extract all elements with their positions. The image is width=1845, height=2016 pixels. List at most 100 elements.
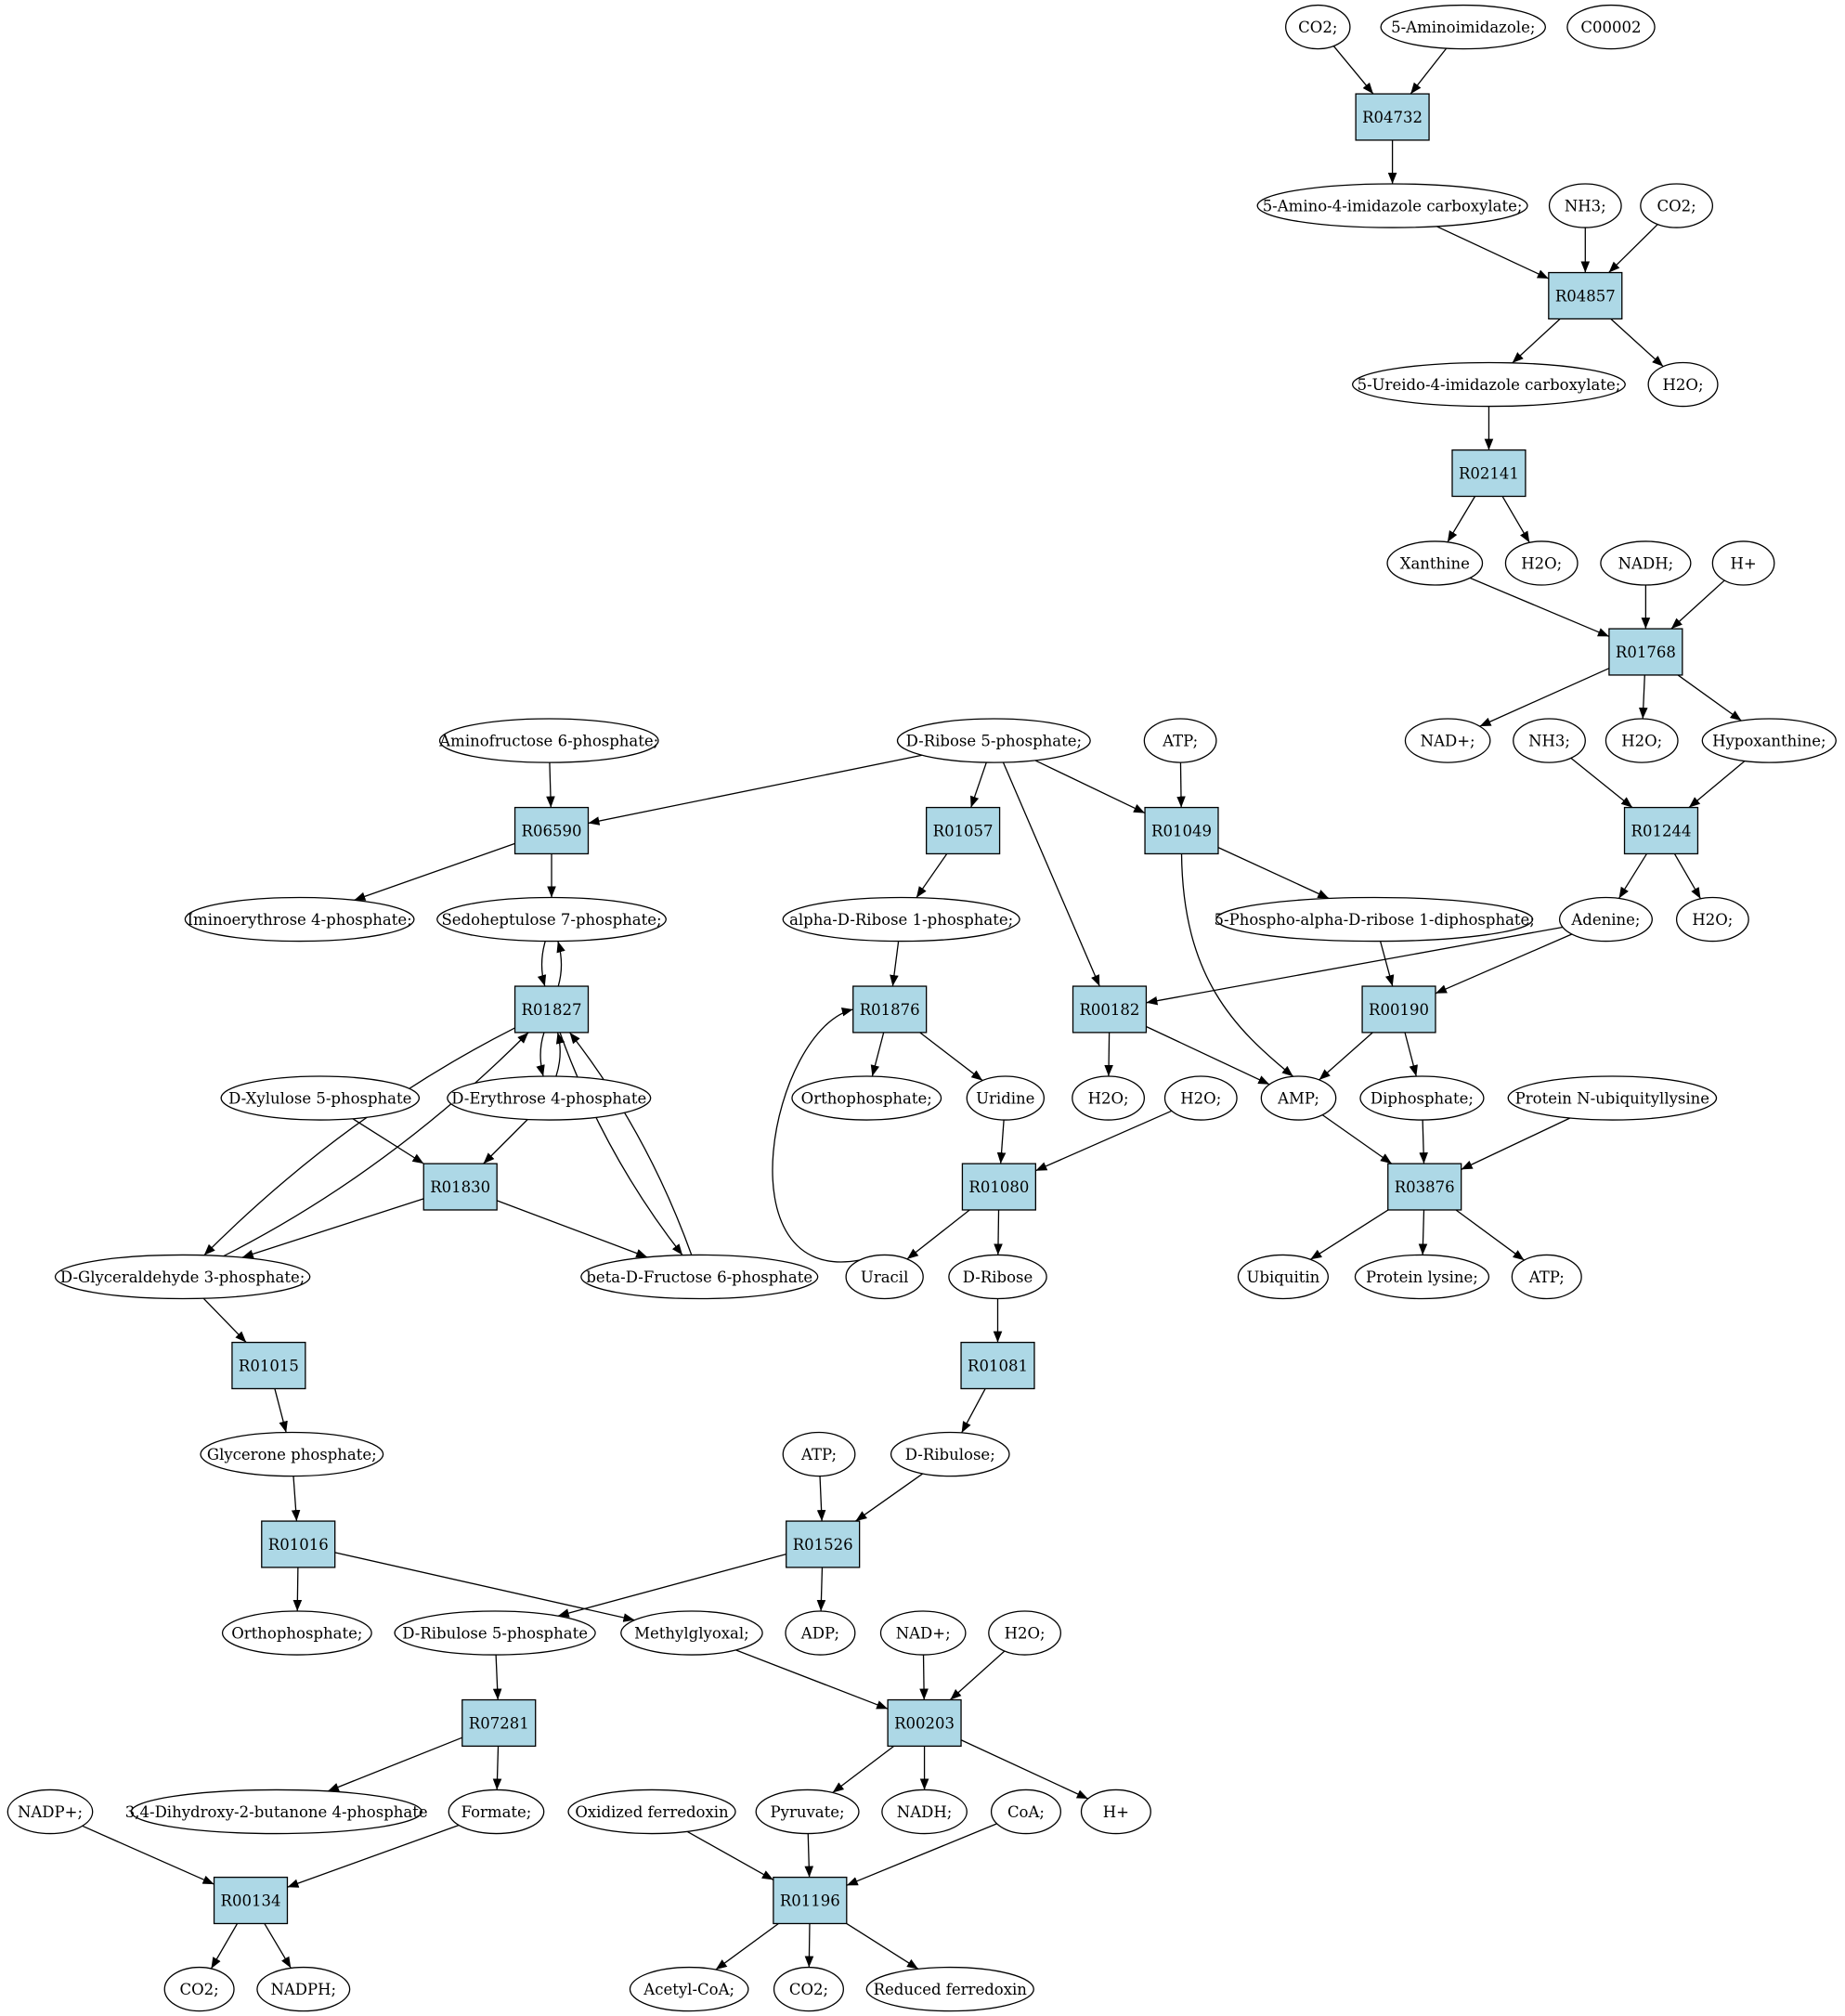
- compound-node-c_co2_b[interactable]: CO2;: [1640, 183, 1714, 228]
- compound-node-c_betadfructose[interactable]: beta-D-Fructose 6-phosphate: [580, 1254, 819, 1300]
- node-label: H2O;: [1621, 733, 1662, 750]
- compound-node-c_uridine[interactable]: Uridine: [966, 1075, 1046, 1121]
- compound-node-c_derythrose[interactable]: D-Erythrose 4-phosphate: [447, 1075, 652, 1121]
- compound-node-c_oxferredoxin[interactable]: Oxidized ferredoxin: [567, 1788, 736, 1835]
- reaction-node-r01016[interactable]: R01016: [261, 1520, 336, 1568]
- compound-node-c_adenine[interactable]: Adenine;: [1558, 896, 1653, 943]
- compound-node-c_amp[interactable]: AMP;: [1260, 1075, 1337, 1121]
- edge-c_co2_b-to-r04857: [1608, 224, 1658, 274]
- node-label: R01049: [1151, 822, 1212, 839]
- compound-node-c_glycerone[interactable]: Glycerone phosphate;: [200, 1431, 384, 1477]
- compound-node-c_co2_c[interactable]: CO2;: [163, 1966, 235, 2012]
- compound-node-c_nadh_a[interactable]: NADH;: [1600, 540, 1692, 586]
- node-label: Protein N-ubiquityllysine: [1515, 1090, 1709, 1108]
- compound-node-c_dribose5p[interactable]: D-Ribose 5-phosphate;: [896, 718, 1091, 763]
- compound-node-c_atp_a[interactable]: ATP;: [1143, 718, 1217, 763]
- compound-node-c_nadpplus[interactable]: NADP+;: [6, 1788, 94, 1835]
- compound-node-c_dglyceraldehyde[interactable]: D-Glyceraldehyde 3-phosphate;: [54, 1254, 311, 1300]
- compound-node-c_h2o_c[interactable]: H2O;: [1605, 718, 1679, 763]
- compound-node-c_acetylcoa[interactable]: Acetyl-CoA;: [629, 1966, 749, 2012]
- edge-c_derythrose-to-r01830: [483, 1119, 528, 1164]
- compound-node-c_xanthine[interactable]: Xanthine: [1386, 540, 1484, 586]
- reaction-node-r01057[interactable]: R01057: [926, 806, 1001, 855]
- compound-node-c_ubiquitin[interactable]: Ubiquitin: [1237, 1254, 1330, 1300]
- compound-node-c_redferredoxin[interactable]: Reduced ferredoxin: [865, 1966, 1034, 2012]
- compound-node-c_orthophosphate_a[interactable]: Orthophosphate;: [791, 1075, 942, 1121]
- reaction-node-r01768[interactable]: R01768: [1608, 628, 1683, 676]
- compound-node-c_dribose[interactable]: D-Ribose: [948, 1254, 1047, 1300]
- compound-node-c_hplus_a[interactable]: H+: [1711, 540, 1775, 586]
- compound-node-c_5phosphoribose[interactable]: 5-Phospho-alpha-D-ribose 1-diphosphate;: [1215, 896, 1535, 943]
- edge-r07281-to-c_formate: [492, 1746, 502, 1790]
- compound-node-c_dxylulose[interactable]: D-Xylulose 5-phosphate: [220, 1075, 421, 1121]
- compound-ellipse: [1513, 718, 1586, 763]
- reaction-node-r00203[interactable]: R00203: [887, 1698, 962, 1748]
- compound-node-c_alphadribose1p[interactable]: alpha-D-Ribose 1-phosphate;: [782, 896, 1020, 943]
- compound-node-c_aminofructose[interactable]: Aminofructose 6-phosphate;: [438, 718, 659, 763]
- reaction-node-r02141[interactable]: R02141: [1451, 449, 1527, 498]
- compound-node-c_proteinlysine[interactable]: Protein lysine;: [1354, 1254, 1490, 1300]
- reaction-node-r00134[interactable]: R00134: [213, 1876, 289, 1925]
- compound-node-c_formate[interactable]: Formate;: [448, 1788, 545, 1835]
- compound-node-c_co2_top[interactable]: CO2;: [1285, 4, 1351, 50]
- compound-node-c_dihydroxybutanone[interactable]: 3,4-Dihydroxy-2-butanone 4-phosphate: [125, 1788, 428, 1835]
- compound-node-c_5aminoimidazole[interactable]: 5-Aminoimidazole;: [1380, 4, 1547, 50]
- compound-node-c_sedoheptulose[interactable]: Sedoheptulose 7-phosphate;: [436, 896, 667, 943]
- reaction-node-r03876[interactable]: R03876: [1387, 1163, 1462, 1211]
- compound-node-c_nadph[interactable]: NADPH;: [256, 1966, 351, 2012]
- reaction-node-r01081[interactable]: R01081: [960, 1341, 1035, 1390]
- compound-node-c_h2o_f[interactable]: H2O;: [1163, 1075, 1238, 1121]
- compound-node-c_hypoxanthine[interactable]: Hypoxanthine;: [1701, 718, 1837, 763]
- compound-node-c_atp_b[interactable]: ATP;: [1511, 1254, 1582, 1300]
- compound-node-c_coa[interactable]: CoA;: [990, 1788, 1062, 1835]
- compound-node-c_methylglyoxal[interactable]: Methylglyoxal;: [620, 1610, 763, 1656]
- compound-node-c_h2o_b[interactable]: H2O;: [1504, 540, 1579, 586]
- compound-node-c_h2o_e[interactable]: H2O;: [1072, 1075, 1146, 1121]
- compound-ellipse: [130, 1788, 422, 1835]
- compound-node-c_5ureido[interactable]: 5-Ureido-4-imidazole carboxylate;: [1352, 361, 1626, 408]
- reaction-node-r01830[interactable]: R01830: [422, 1163, 498, 1211]
- reaction-node-r04857[interactable]: R04857: [1548, 271, 1623, 320]
- reaction-node-r01876[interactable]: R01876: [852, 985, 928, 1034]
- compound-node-c_nadplus_b[interactable]: NAD+;: [879, 1610, 967, 1656]
- reaction-node-r00190[interactable]: R00190: [1361, 985, 1436, 1034]
- edge-r01016-to-c_orthophosphate_b: [292, 1567, 303, 1611]
- compound-node-c_h2o_g[interactable]: H2O;: [988, 1610, 1062, 1656]
- reaction-node-r01015[interactable]: R01015: [231, 1341, 306, 1390]
- compound-node-c_atp_c[interactable]: ATP;: [782, 1431, 856, 1477]
- reaction-node-r06590[interactable]: R06590: [513, 806, 590, 855]
- compound-node-c_iminoerythrose[interactable]: Iminoerythrose 4-phosphate;: [184, 896, 415, 943]
- compound-node-c_orthophosphate_b[interactable]: Orthophosphate;: [221, 1610, 372, 1656]
- node-label: Formate;: [461, 1803, 532, 1821]
- compound-node-c_nadplus_a[interactable]: NAD+;: [1404, 718, 1491, 763]
- compound-node-c_dribulose[interactable]: D-Ribulose;: [890, 1431, 1010, 1477]
- compound-node-c_co2_d[interactable]: CO2;: [773, 1966, 844, 2012]
- compound-node-c_diphosphate[interactable]: Diphosphate;: [1359, 1075, 1485, 1121]
- reaction-node-r01827[interactable]: R01827: [513, 985, 590, 1034]
- compound-ellipse: [1504, 540, 1579, 586]
- reaction-box: [231, 1341, 306, 1390]
- compound-node-c_c00002[interactable]: C00002: [1566, 4, 1656, 50]
- node-label: CO2;: [1657, 198, 1696, 215]
- compound-node-c_hplus_b[interactable]: H+: [1080, 1788, 1151, 1835]
- compound-node-c_nh3_b[interactable]: NH3;: [1513, 718, 1586, 763]
- compound-node-c_adp[interactable]: ADP;: [785, 1610, 856, 1656]
- reaction-node-r01526[interactable]: R01526: [786, 1520, 861, 1568]
- compound-node-c_proteinnubq[interactable]: Protein N-ubiquityllysine: [1507, 1075, 1718, 1121]
- reaction-node-r07281[interactable]: R07281: [461, 1698, 537, 1748]
- compound-node-c_nadh_b[interactable]: NADH;: [881, 1788, 968, 1835]
- reaction-node-r01049[interactable]: R01049: [1144, 806, 1219, 855]
- compound-node-c_nh3_a[interactable]: NH3;: [1548, 183, 1622, 228]
- compound-ellipse: [1352, 361, 1626, 408]
- compound-node-c_pyruvate[interactable]: Pyruvate;: [755, 1788, 860, 1835]
- compound-node-c_h2o_d[interactable]: H2O;: [1675, 896, 1749, 943]
- reaction-node-r01196[interactable]: R01196: [773, 1876, 848, 1925]
- compound-node-c_h2o_a[interactable]: H2O;: [1647, 361, 1719, 408]
- reaction-node-r04732[interactable]: R04732: [1355, 93, 1430, 141]
- reaction-node-r01244[interactable]: R01244: [1623, 806, 1699, 855]
- compound-node-c_dribulose5p[interactable]: D-Ribulose 5-phosphate: [394, 1610, 596, 1656]
- compound-node-c_uracil[interactable]: Uracil: [845, 1254, 924, 1300]
- reaction-node-r01080[interactable]: R01080: [961, 1163, 1037, 1211]
- compound-node-c_5amino4imid[interactable]: 5-Amino-4-imidazole carboxylate;: [1256, 183, 1528, 228]
- reaction-node-r00182[interactable]: R00182: [1072, 985, 1148, 1034]
